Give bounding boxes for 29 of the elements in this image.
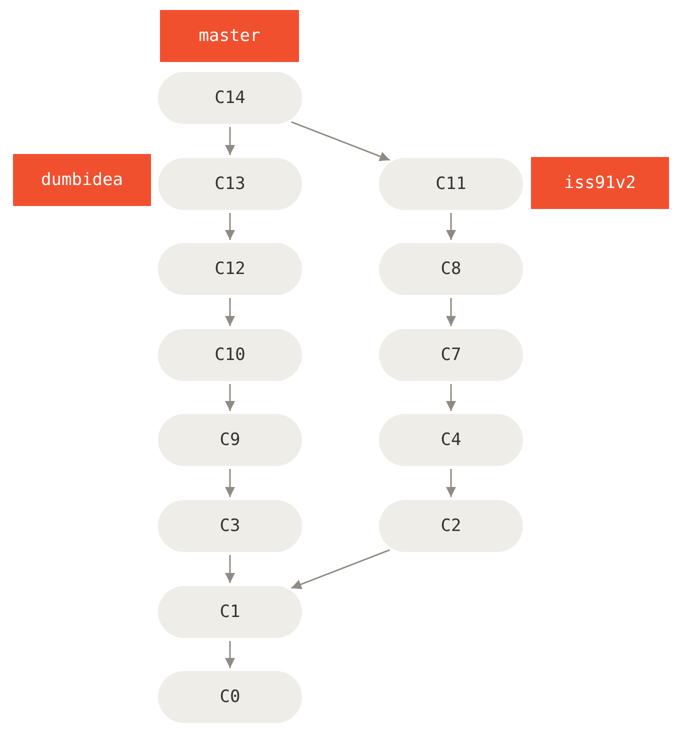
arrow bbox=[446, 213, 456, 240]
arrow bbox=[225, 384, 235, 411]
branch-label: dumbidea bbox=[13, 154, 151, 206]
commit-node: C4 bbox=[379, 414, 523, 466]
branch-label: master bbox=[160, 10, 299, 62]
commit-node: C14 bbox=[158, 72, 302, 124]
arrow bbox=[446, 298, 456, 326]
commit-node: C8 bbox=[379, 243, 523, 295]
commit-node: C3 bbox=[158, 500, 302, 552]
arrow bbox=[225, 469, 235, 497]
branch-label: iss91v2 bbox=[531, 157, 669, 209]
arrow bbox=[225, 127, 235, 155]
arrow bbox=[225, 213, 235, 240]
arrow bbox=[225, 555, 235, 583]
commit-node: C12 bbox=[158, 243, 302, 295]
arrow bbox=[225, 298, 235, 326]
commit-node: C1 bbox=[158, 586, 302, 638]
commit-node: C0 bbox=[158, 671, 302, 723]
commit-node: C13 bbox=[158, 158, 302, 210]
arrow bbox=[291, 121, 390, 162]
arrow bbox=[446, 469, 456, 497]
commit-node: C9 bbox=[158, 414, 302, 466]
arrow bbox=[446, 384, 456, 411]
commit-node: C7 bbox=[379, 329, 523, 381]
commit-node: C2 bbox=[379, 500, 523, 552]
arrow bbox=[225, 641, 235, 668]
commit-node: C10 bbox=[158, 329, 302, 381]
commit-node: C11 bbox=[379, 158, 523, 210]
arrow bbox=[291, 549, 390, 590]
